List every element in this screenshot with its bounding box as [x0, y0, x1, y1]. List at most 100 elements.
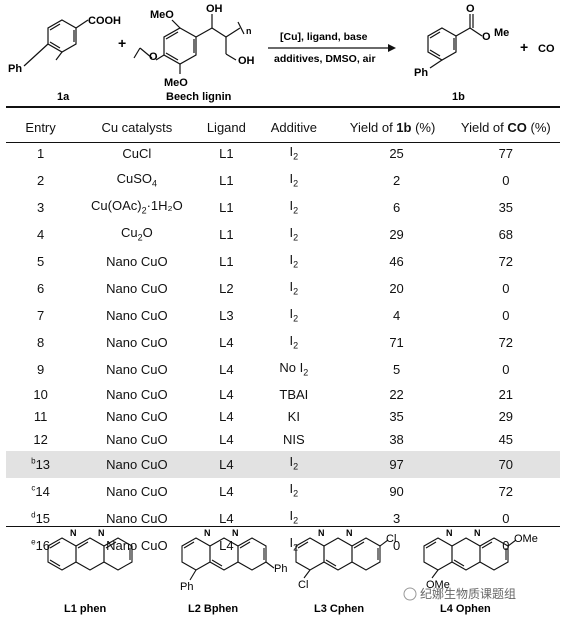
cell-cu-catalyst: Nano CuO	[106, 281, 168, 297]
cell-yield-1b: 35	[389, 409, 404, 425]
reactant-1a-ph: Ph	[8, 63, 22, 75]
cell-yield-1b: 97	[333, 451, 452, 479]
cell-yield-co: 35	[498, 200, 514, 216]
lignin-oh-top: OH	[206, 3, 223, 15]
cell-yield-1b: 3	[392, 510, 401, 526]
cell-yield-co: 0	[502, 510, 510, 526]
cell-cu-catalyst: Nano CuO	[106, 431, 168, 447]
entry-number: 12	[33, 431, 48, 447]
ligand-l4-ome-top: OMe	[514, 533, 538, 545]
cell-yield-co: 0	[502, 281, 510, 297]
entry-number: 10	[33, 387, 48, 402]
cell-entry: 3	[6, 195, 75, 222]
entry-number: 14	[35, 483, 50, 499]
product-1b-me: Me	[494, 27, 509, 39]
cell-ligand: L4	[219, 335, 234, 351]
cell-entry: 2	[6, 168, 75, 195]
footnote-marker: d	[31, 510, 36, 520]
entry-number: 4	[36, 227, 45, 243]
wechat-logo-icon	[403, 587, 417, 601]
entry-number: 9	[36, 362, 45, 378]
cell-cu-catalyst: CuSO4	[116, 171, 158, 189]
ligand-l3-cl-bottom: Cl	[298, 579, 308, 591]
footnote-marker: e	[31, 537, 36, 547]
lignin-ome-top: MeO	[150, 9, 174, 21]
entry-number: 7	[36, 308, 45, 324]
ligand-l4-structure	[423, 537, 517, 579]
cell-entry: 10	[6, 384, 75, 406]
cell-yield-co: 45	[498, 431, 514, 447]
reactant-1a-structure	[47, 19, 89, 61]
footnote-marker: b	[31, 456, 36, 466]
cell-ligand: L1	[219, 173, 234, 189]
plus-sign-2: +	[520, 39, 528, 55]
co-product: CO	[538, 43, 555, 55]
cell-ligand: L1	[219, 254, 234, 270]
cell-entry: 12	[6, 429, 75, 451]
ligand-l4-ome-bottom: OMe	[426, 579, 450, 591]
ligand-l3-cl-top: Cl	[386, 533, 396, 545]
watermark-text: 纪娜生物质课题组	[420, 587, 516, 601]
cell-additive: I2	[289, 225, 299, 243]
cell-additive: I2	[289, 508, 299, 526]
entry-number: 13	[35, 456, 51, 472]
ligand-l2-ph-bottom: Ph	[180, 581, 193, 593]
entry-number: 15	[35, 510, 51, 526]
ligand-l2-label: L2 Bphen	[188, 603, 238, 615]
ligand-l4-n2: N	[474, 528, 481, 538]
cell-cu-catalyst: Nano CuO	[106, 387, 168, 402]
cell-cu-catalyst: Nano CuO	[106, 537, 168, 553]
cell-cu-catalyst: Nano CuO	[106, 510, 168, 526]
optimization-table: Entry Cu catalysts Ligand Additive Yield…	[6, 113, 560, 559]
cell-yield-co: 72	[498, 335, 514, 351]
product-1b-structure	[427, 14, 483, 69]
cell-ligand: L4	[219, 409, 234, 425]
cell-entry: 1	[6, 141, 75, 168]
cell-additive: KI	[287, 409, 300, 425]
ligand-l2-n2: N	[232, 528, 239, 538]
cell-yield-1b: 4	[392, 308, 401, 324]
cell-ligand: L4	[219, 483, 234, 499]
entry-number: 1	[36, 146, 45, 162]
ligand-l2-n1: N	[204, 528, 211, 538]
table-header-rule	[6, 142, 560, 143]
header-cu-catalysts: Cu catalysts	[101, 119, 173, 135]
cell-ligand: L2	[219, 281, 234, 297]
cell-cu-catalyst: CuCl	[122, 146, 152, 162]
ligand-l2-ph-top: Ph	[274, 563, 287, 575]
cell-cu-catalyst: Nano CuO	[106, 254, 168, 270]
ligand-l2-structure	[181, 537, 275, 581]
cell-yield-1b: 46	[389, 254, 404, 270]
header-yield-1b: Yield of 1b (%)	[349, 119, 436, 135]
lignin-ome-bottom: MeO	[164, 77, 188, 89]
lignin-label: Beech lignin	[166, 91, 232, 103]
cell-ligand: L4	[198, 451, 255, 479]
header-ligand: Ligand	[206, 119, 246, 135]
cell-ligand: L4	[219, 362, 234, 378]
cell-entry: d15	[6, 505, 75, 532]
ligand-l1-n2: N	[98, 528, 105, 538]
cell-cu-catalyst: Nano CuO	[75, 451, 199, 479]
cell-additive: No I2	[279, 360, 309, 378]
conditions-bottom: additives, DMSO, air	[274, 53, 376, 65]
cell-cu-catalyst: Cu(OAc)2·1H₂O	[91, 198, 183, 216]
cell-cu-catalyst: Nano CuO	[106, 483, 168, 499]
ligand-l1-label: L1 phen	[64, 603, 106, 615]
cell-yield-1b: 5	[392, 362, 401, 378]
entry-number: 11	[33, 409, 48, 425]
cell-ligand: L1	[219, 146, 234, 162]
cell-yield-co: 77	[498, 146, 514, 162]
cell-entry: e16	[6, 532, 75, 559]
cell-yield-1b: 25	[389, 146, 404, 162]
entry-number: 16	[35, 537, 51, 553]
